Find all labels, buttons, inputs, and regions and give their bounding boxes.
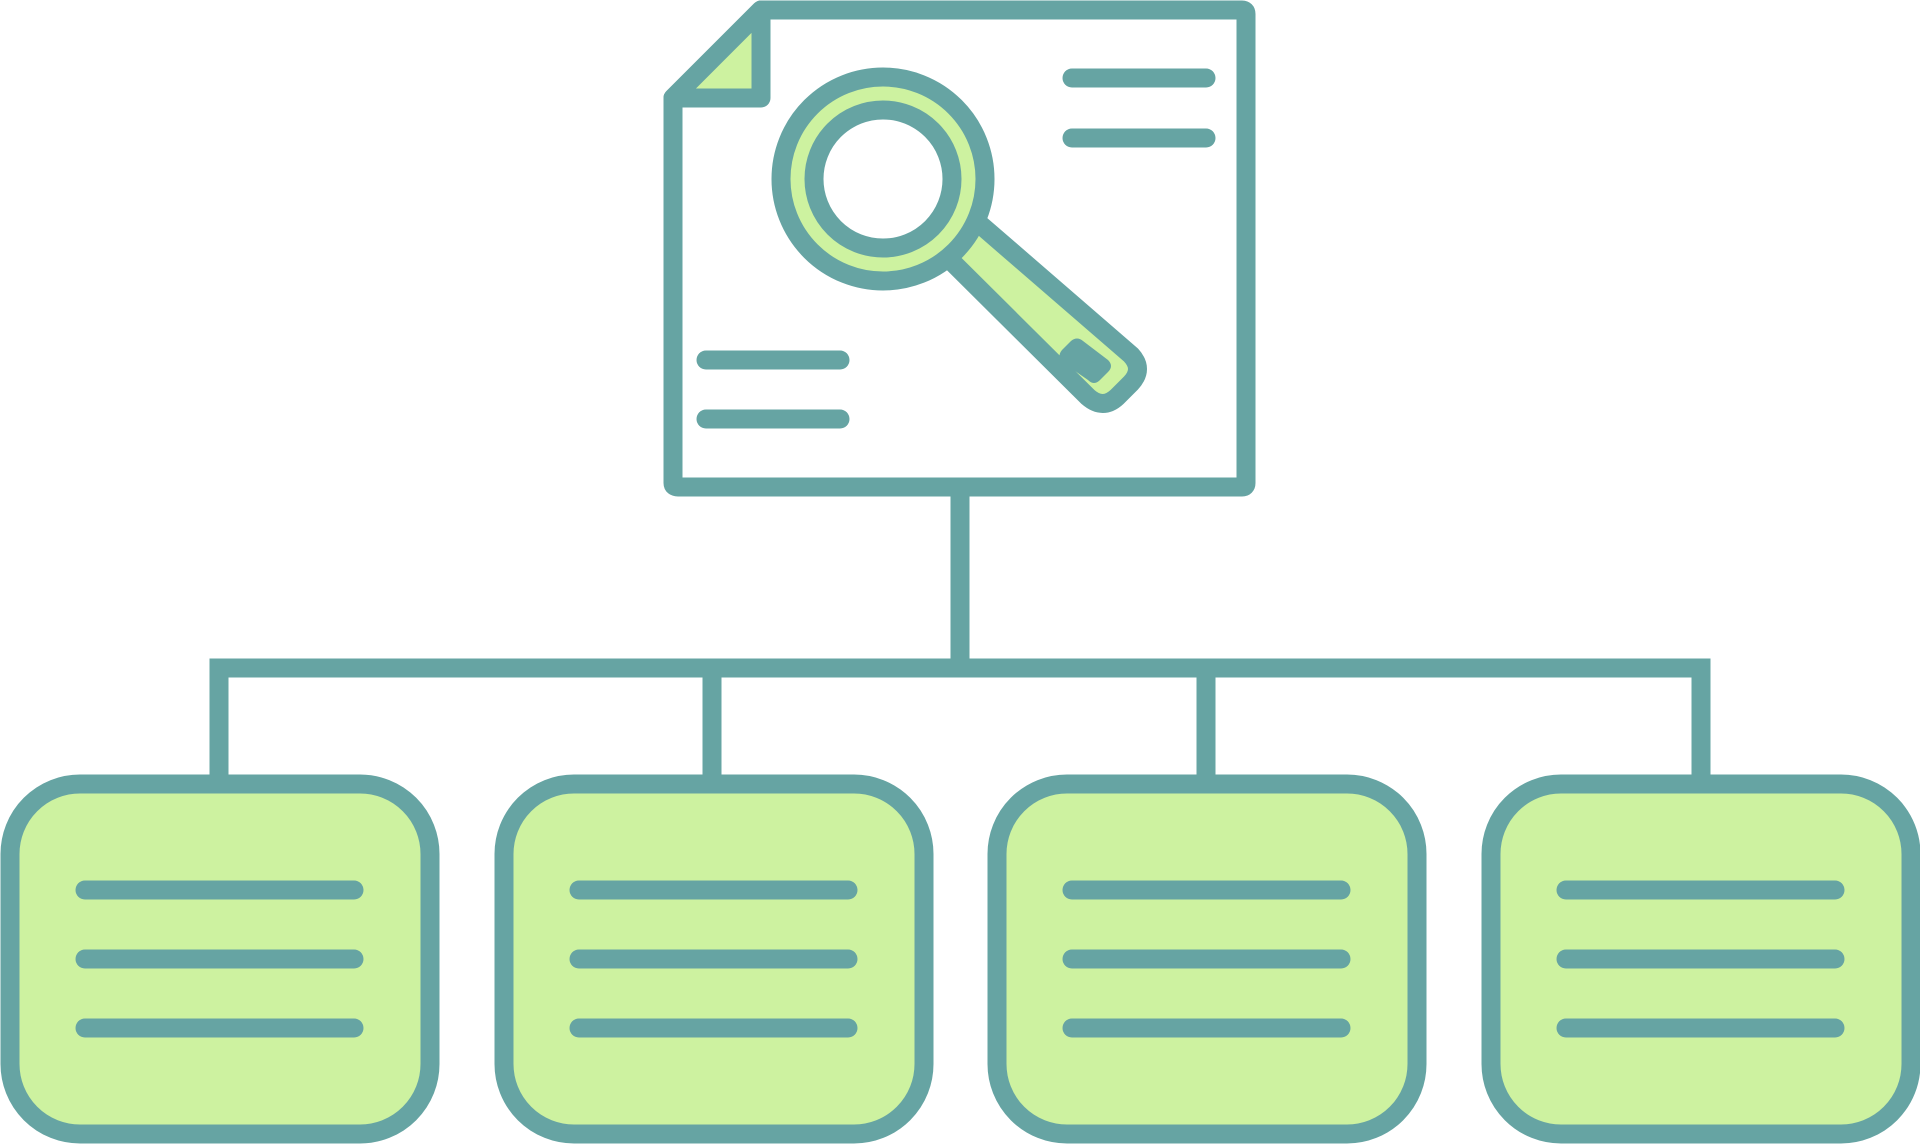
magnifier-lens — [804, 100, 962, 258]
document-icon — [663, 0, 1256, 497]
magnifier-handle-grip — [1059, 338, 1111, 383]
child-card — [1481, 774, 1920, 1144]
document-folded-corner — [663, 0, 771, 108]
connector-lines — [209, 487, 1711, 784]
child-cards — [0, 774, 1920, 1144]
child-card — [494, 774, 934, 1144]
child-card — [987, 774, 1427, 1144]
child-card — [0, 774, 440, 1144]
magnifier-icon — [771, 67, 1147, 413]
